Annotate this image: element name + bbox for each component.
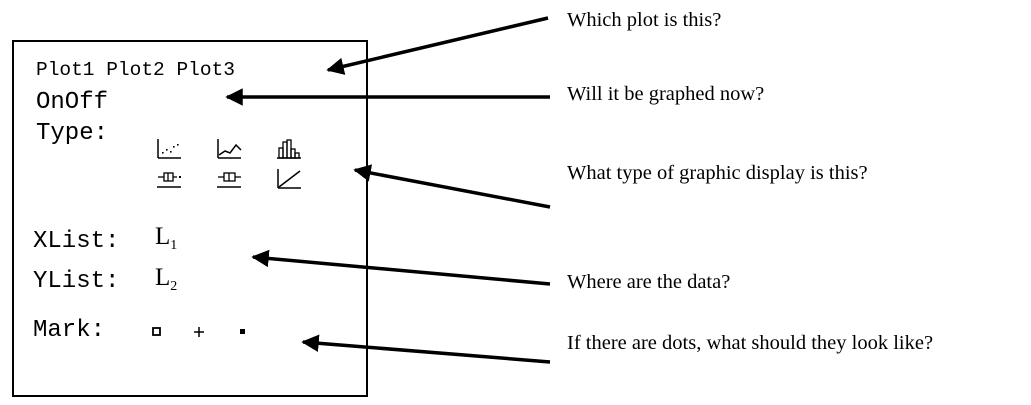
arrow-which-plot [326,16,549,75]
callout-data-location: Where are the data? [567,271,731,293]
scatter-plot-icon[interactable] [156,138,182,160]
callout-graphed-now: Will it be graphed now? [567,83,765,105]
arrow-data-location [251,249,551,286]
plus-mark-icon[interactable] [192,325,206,339]
xlist-value[interactable]: L1 [155,223,178,253]
ylist-value[interactable]: L2 [155,264,178,294]
arrow-display-type [353,164,551,209]
histogram-icon[interactable] [276,138,302,160]
type-label: Type: [36,120,109,147]
plot-selector-row: Plot1 Plot2 Plot3 [36,59,235,81]
mark-label: Mark: [33,317,106,344]
plot3-label[interactable]: Plot3 [176,59,235,81]
normal-probability-plot-icon[interactable] [276,168,302,190]
dot-mark-icon[interactable] [238,327,248,337]
callout-display-type: What type of graphic display is this? [567,162,868,184]
box-mark-icon[interactable] [151,326,163,338]
callout-which-plot: Which plot is this? [567,9,722,31]
calculator-stat-plot-screen: Plot1 Plot2 Plot3 OnOff Type: [12,40,368,397]
boxplot-icon[interactable] [216,168,242,190]
ylist-label: YList: [33,268,120,295]
on-off-setting[interactable]: OnOff [36,89,109,116]
xlist-label: XList: [33,228,120,255]
callout-dot-look: If there are dots, what should they look… [567,332,934,354]
modified-boxplot-icon[interactable] [156,168,182,190]
plot1-label[interactable]: Plot1 [36,59,95,81]
plot2-label[interactable]: Plot2 [106,59,165,81]
xyline-plot-icon[interactable] [216,138,242,160]
arrow-dot-look [301,334,551,364]
